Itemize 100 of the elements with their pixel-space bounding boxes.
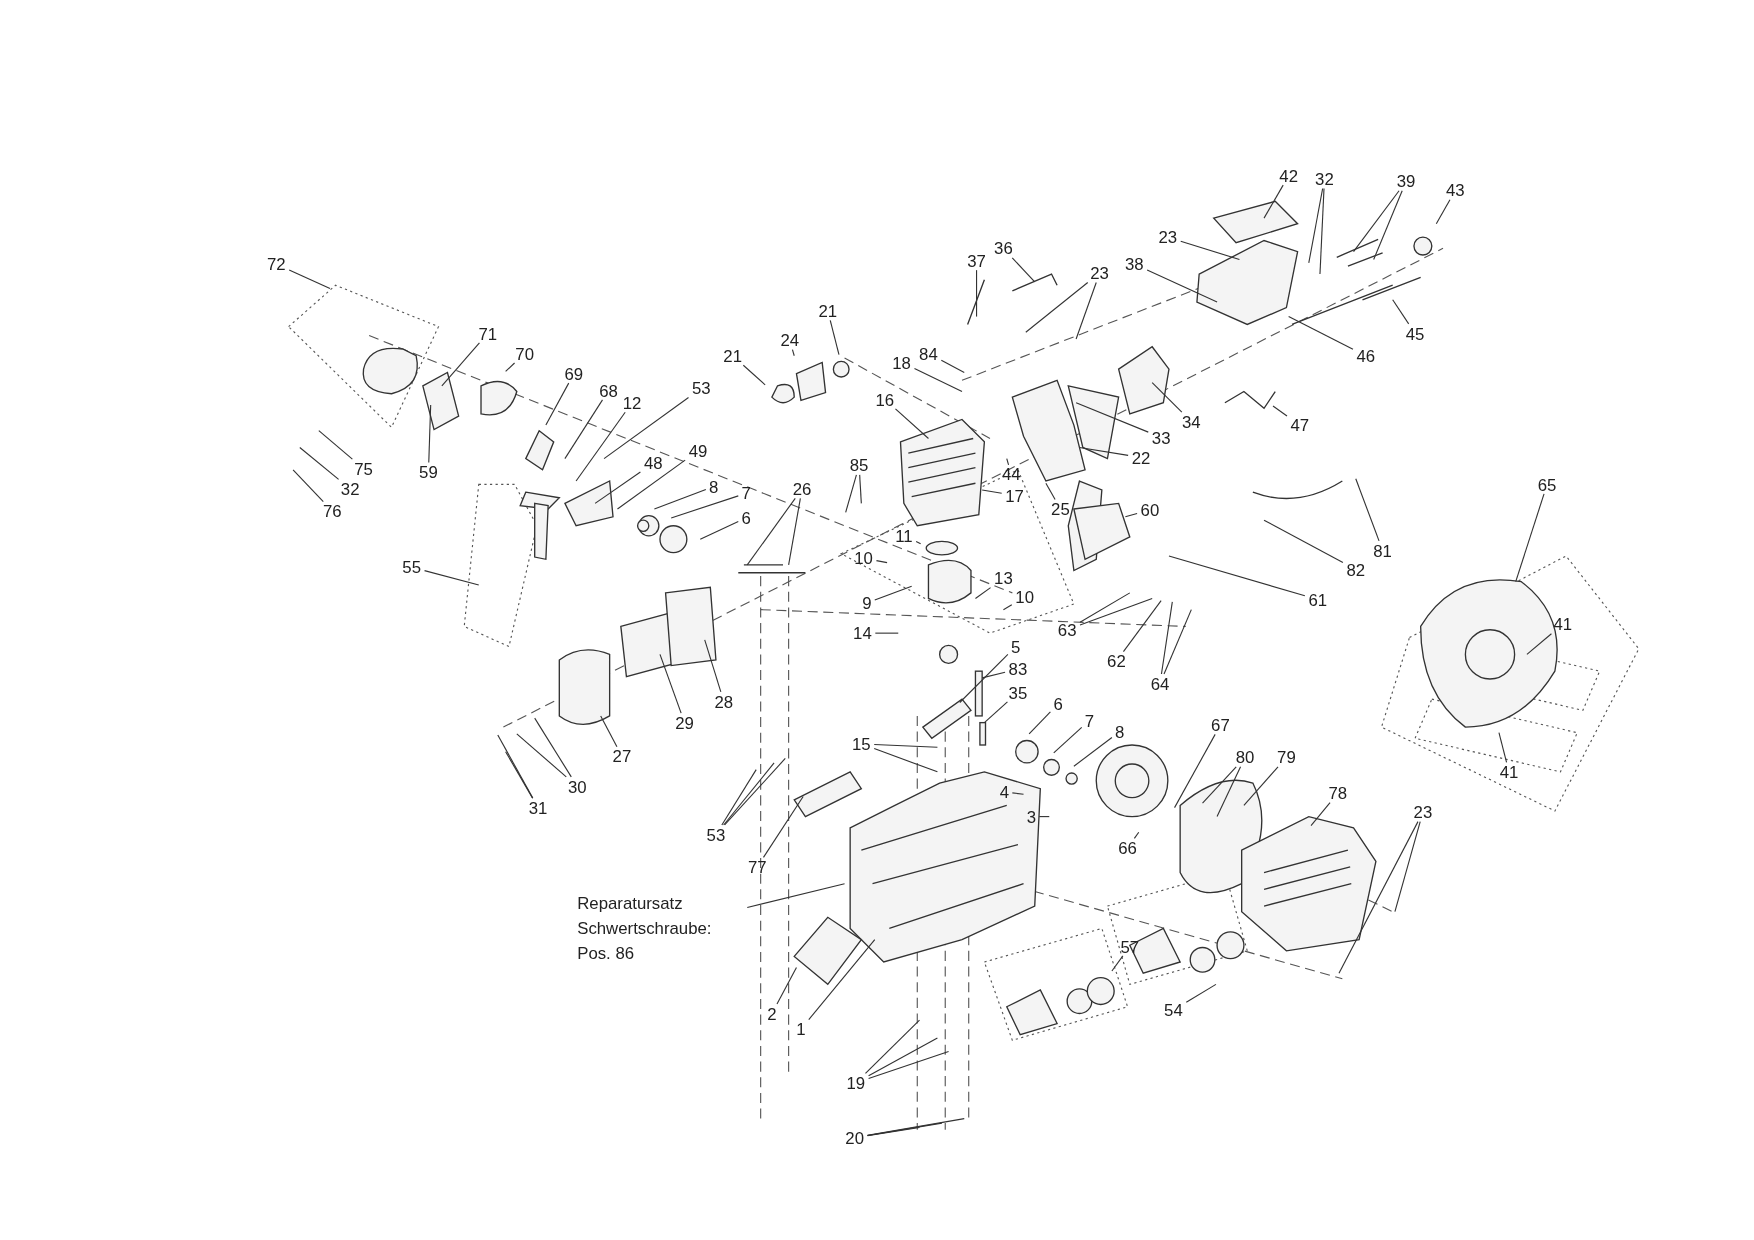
leader-line: [746, 883, 846, 908]
callout-number: 60: [1139, 501, 1161, 519]
callout-number: 17: [1004, 487, 1026, 504]
callout-number: 15: [850, 735, 872, 753]
callout-number: 53: [705, 826, 727, 843]
callout-number: 55: [401, 558, 423, 576]
callout-number: 49: [687, 442, 709, 460]
leader-line: [894, 408, 929, 440]
leader-line: [292, 469, 324, 503]
leader-line: [1263, 519, 1344, 563]
leader-line: [746, 497, 796, 566]
leader-line: [1133, 831, 1140, 839]
leader-line: [616, 459, 686, 510]
callout-number: 45: [1404, 324, 1426, 342]
callout-number: 8: [1113, 723, 1126, 740]
leader-line: [1216, 766, 1242, 818]
callout-number: 43: [1444, 181, 1466, 199]
callout-number: 75: [353, 460, 374, 478]
callout-number: 32: [339, 480, 361, 498]
leader-line: [1243, 766, 1279, 806]
leader-line: [868, 1037, 938, 1077]
callout-number: 4: [998, 783, 1011, 801]
callout-number: 82: [1345, 561, 1367, 578]
leader-line: [670, 495, 739, 519]
callout-number: 85: [848, 456, 870, 474]
leader-line: [1075, 402, 1149, 433]
leader-line: [742, 364, 766, 386]
callout-number: 26: [791, 480, 813, 498]
leader-line: [723, 762, 775, 826]
callout-number: 30: [566, 778, 588, 795]
callout-number: 25: [1050, 500, 1071, 518]
leader-line: [299, 446, 340, 480]
leader-line: [699, 520, 739, 540]
leader-line: [776, 967, 797, 1005]
leader-line: [981, 671, 1006, 679]
leader-line: [1124, 513, 1138, 518]
callout-number: 77: [746, 858, 768, 876]
leader-line: [594, 471, 641, 504]
leader-line: [1163, 609, 1192, 675]
callout-number: 12: [621, 394, 643, 412]
leader-line: [1338, 821, 1419, 974]
callout-number: 21: [722, 347, 744, 365]
leader-line: [874, 585, 913, 601]
callout-number: 80: [1234, 748, 1256, 766]
callout-number: 11: [894, 527, 914, 545]
callout-number: 41: [1552, 615, 1574, 633]
leader-line: [1079, 592, 1131, 623]
callout-number: 9: [861, 594, 873, 612]
leader-line: [724, 757, 786, 826]
callout-number: 63: [1056, 621, 1078, 639]
callout-number: 65: [1536, 475, 1558, 493]
leader-line: [1151, 382, 1183, 413]
callout-number: 39: [1395, 172, 1417, 190]
leader-line: [653, 488, 707, 510]
callout-number: 1: [795, 1020, 807, 1038]
leader-line: [1435, 199, 1451, 225]
leader-line: [875, 560, 888, 564]
callout-number: 23: [1157, 228, 1179, 246]
callout-number: 46: [1355, 347, 1377, 365]
callout-number: 53: [690, 379, 712, 397]
leader-line: [603, 396, 690, 460]
leader-line: [1079, 597, 1153, 626]
leader-line: [866, 1122, 943, 1137]
leader-line: [808, 939, 876, 1021]
leader-line: [866, 1118, 965, 1136]
leader-line: [1272, 405, 1288, 417]
leader-line: [1201, 766, 1237, 804]
leader-line: [874, 632, 899, 634]
callout-number: 14: [852, 624, 873, 642]
leader-line: [829, 319, 840, 356]
callout-number: 21: [817, 302, 839, 320]
leader-line: [915, 540, 922, 545]
callout-number: 42: [1278, 167, 1300, 184]
leader-line: [1011, 257, 1036, 283]
leader-line: [983, 701, 1008, 724]
leader-line: [1526, 633, 1552, 655]
callout-number: 2: [766, 1005, 778, 1022]
leader-line: [288, 269, 331, 290]
leader-line: [516, 733, 567, 778]
callout-number: 66: [1117, 839, 1138, 857]
callout-number: 61: [1307, 591, 1329, 608]
leader-line: [1045, 482, 1056, 500]
leader-line: [873, 748, 938, 773]
callout-number: 83: [1007, 660, 1029, 678]
leader-line: [659, 653, 682, 714]
leader-line: [1174, 733, 1216, 809]
callout-number: 72: [265, 255, 287, 273]
leader-line: [1392, 299, 1410, 325]
callout-number: 79: [1275, 748, 1297, 766]
callout-number: 32: [1314, 170, 1335, 188]
leader-line: [1146, 269, 1218, 303]
callout-number: 8: [707, 478, 720, 495]
callout-number: 22: [1130, 449, 1152, 466]
leader-line: [1180, 240, 1240, 261]
callout-number: 24: [779, 331, 801, 349]
callout-number: 35: [1007, 684, 1029, 701]
callout-number: 23: [1089, 264, 1111, 282]
callout-number: 31: [527, 799, 549, 817]
callout-number: 13: [992, 569, 1014, 587]
leader-line: [791, 349, 795, 357]
